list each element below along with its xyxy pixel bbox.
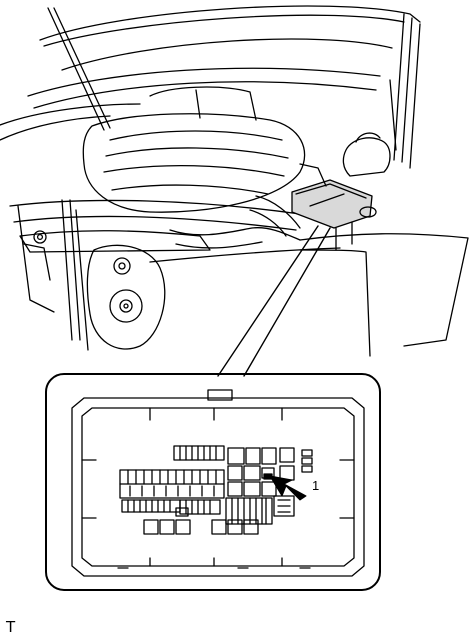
pulley xyxy=(123,303,129,309)
engine-ribs xyxy=(103,130,289,195)
radiator-support xyxy=(9,199,301,231)
fuse-stack-right xyxy=(301,449,313,473)
frame-member xyxy=(61,199,89,351)
callout-detail: 1 xyxy=(45,373,381,591)
bolt xyxy=(33,230,47,244)
fuse-box-inner xyxy=(81,407,355,567)
front-bar xyxy=(19,230,211,253)
vehicle-front xyxy=(0,5,469,357)
fuse-box-outline xyxy=(71,397,365,577)
relay-block xyxy=(227,447,295,497)
bolt xyxy=(36,233,44,241)
fender-left xyxy=(0,103,141,141)
frame-ribs xyxy=(81,407,355,567)
cartridge-fuses xyxy=(143,507,259,535)
pulley xyxy=(118,262,126,270)
pulley xyxy=(113,257,131,275)
fuse-strip xyxy=(121,499,221,515)
engine-junction-block-top xyxy=(295,183,367,207)
relay-row-top xyxy=(173,445,225,461)
cap xyxy=(359,206,377,218)
left-bracket xyxy=(17,205,55,313)
hose xyxy=(249,195,301,237)
hose xyxy=(169,227,301,249)
reservoir xyxy=(342,137,391,177)
engine-junction-block xyxy=(291,179,373,229)
fuse-block-lower xyxy=(225,495,295,525)
reservoir-cap xyxy=(355,132,381,143)
figure-label: T xyxy=(6,618,16,636)
strut-tower xyxy=(299,79,397,187)
pulley-housing xyxy=(86,244,166,350)
callout-frame xyxy=(45,373,381,591)
pulley xyxy=(109,289,143,323)
hood xyxy=(39,5,421,71)
fender-right xyxy=(299,233,469,357)
hood-prop-right xyxy=(393,13,421,169)
leader-line xyxy=(217,225,331,377)
hood-prop-left xyxy=(47,7,111,131)
junction-block-bracket xyxy=(335,221,353,251)
pulley xyxy=(119,299,133,313)
fuse-box-tab xyxy=(207,389,233,401)
mini-fuse-row xyxy=(119,469,225,499)
callout-number: 1 xyxy=(312,478,319,493)
intake xyxy=(149,86,257,121)
arrow-icon xyxy=(269,475,307,501)
engine-cover xyxy=(82,113,306,213)
cowl xyxy=(27,67,381,109)
